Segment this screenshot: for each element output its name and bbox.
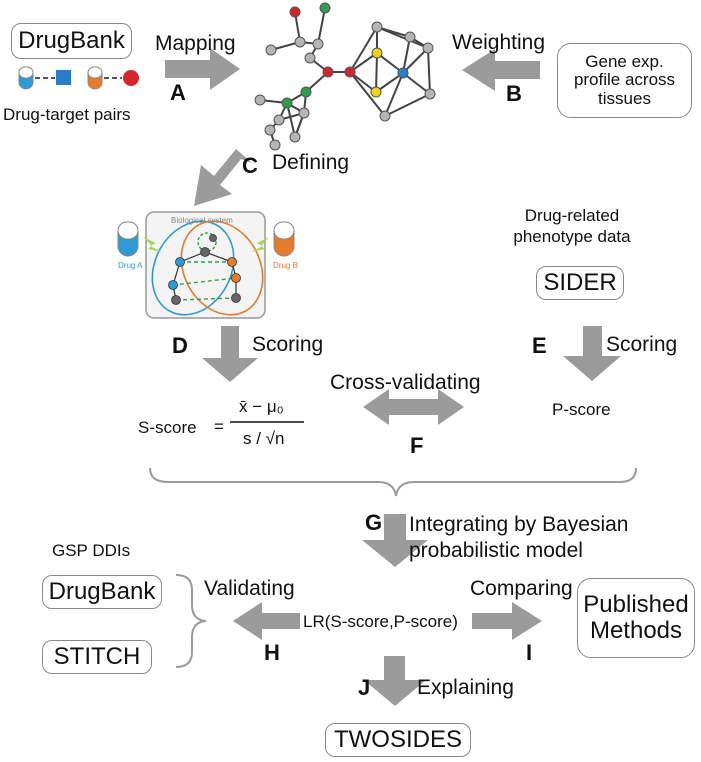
step-g-label: G	[365, 510, 383, 535]
drugbank-source-box: DrugBank	[11, 23, 132, 59]
twosides-box: TWOSIDES	[325, 723, 471, 757]
s-score-label: S-score	[138, 418, 197, 437]
arrow-g	[362, 514, 428, 567]
arrow-j	[364, 656, 426, 706]
gsp-ddis-title: GSP DDIs	[52, 541, 131, 560]
arrow-d	[202, 326, 258, 382]
step-j-label: J	[358, 675, 371, 700]
gsp-drugbank-box: DrugBank	[42, 575, 162, 609]
step-b-label: B	[506, 81, 522, 106]
gene-exp-profile-box: Gene exp. profile across tissues	[557, 43, 692, 118]
explaining-label: Explaining	[417, 676, 514, 699]
phenotype-data-label: Drug-related phenotype data	[513, 206, 631, 247]
network-nodes	[254, 2, 436, 151]
arrow-b	[462, 49, 540, 91]
drug-target-pairs-label: Drug-target pairs	[3, 105, 131, 124]
network-graph	[259, 7, 431, 146]
p-score-label: P-score	[552, 400, 611, 419]
integrating-label: Integrating by Bayesian probabilistic mo…	[409, 513, 629, 563]
biological-system-panel	[117, 211, 295, 319]
cross-validating-label: Cross-validating	[330, 371, 481, 394]
arrow-e	[563, 326, 621, 381]
arrow-h	[233, 602, 300, 640]
step-d-label: D	[172, 333, 188, 358]
step-a-label: A	[170, 80, 186, 105]
step-i-label: I	[526, 640, 533, 665]
drug-target-pair-icons	[18, 66, 139, 90]
arrow-c	[194, 149, 252, 206]
integration-brace	[149, 467, 637, 497]
step-e-label: E	[532, 333, 547, 358]
s-score-equals: =	[214, 417, 224, 436]
biological-system-title: Biological system	[171, 216, 233, 225]
drug-b-label: Drug B	[273, 261, 298, 270]
defining-label: Defining	[272, 151, 350, 174]
validating-label: Validating	[204, 577, 295, 600]
s-score-numerator: x̄ − μ₀	[239, 397, 284, 416]
arrow-f	[363, 389, 464, 425]
scoring-e-label: Scoring	[606, 333, 678, 356]
gsp-stitch-box: STITCH	[42, 640, 152, 674]
step-f-label: F	[410, 433, 424, 458]
comparing-label: Comparing	[470, 577, 573, 600]
lr-score-label: LR(S-score,P-score)	[303, 612, 458, 631]
mapping-label: Mapping	[155, 32, 236, 55]
drug-a-label: Drug A	[118, 261, 143, 270]
sider-box: SIDER	[536, 266, 624, 300]
s-score-denominator: s / √n	[243, 429, 285, 448]
arrow-a	[165, 48, 240, 90]
published-methods-box: Published Methods	[577, 578, 695, 658]
scoring-d-label: Scoring	[252, 333, 324, 356]
step-h-label: H	[264, 640, 280, 665]
weighting-label: Weighting	[452, 31, 546, 54]
step-c-label: C	[242, 153, 258, 178]
gsp-bracket	[175, 574, 207, 668]
arrow-i	[472, 602, 542, 640]
